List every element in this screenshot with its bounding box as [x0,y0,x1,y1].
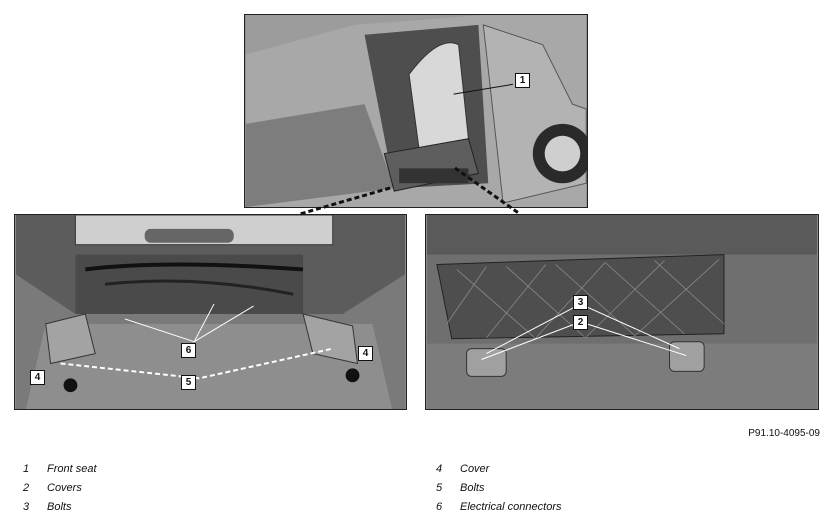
callout-3: 3 [573,295,588,310]
legend-number: 5 [436,482,443,494]
seat-rear-covers-illustration: 3 2 [425,214,819,410]
legend-label: Bolts [460,482,485,494]
legend-number: 1 [23,463,30,475]
legend-number: 6 [436,501,443,513]
legend-number: 3 [23,501,30,513]
legend-number: 4 [436,463,443,475]
seat-connectors-drawing [16,215,405,409]
legend-item: 6 Electrical connectors [431,498,562,517]
callout-1: 1 [515,73,530,88]
legend-item: 3 Bolts [18,498,97,517]
legend-label: Electrical connectors [460,501,562,513]
callout-4-right: 4 [358,346,373,361]
legend-label: Cover [460,463,490,475]
callout-5: 5 [181,375,196,390]
seat-rear-drawing [427,215,817,409]
callout-6: 6 [181,343,196,358]
legend-number: 2 [23,482,30,494]
car-overview-illustration: 1 [244,14,588,208]
legend-item: 4 Cover [431,460,562,479]
legend-item: 5 Bolts [431,479,562,498]
seat-cover-detail-illustration: 6 4 4 5 [14,214,407,410]
legend-label: Front seat [47,463,97,475]
legend-left-column: 1 Front seat 2 Covers 3 Bolts [18,460,97,517]
figure-id: P91.10-4095-09 [748,428,820,439]
legend-right-column: 4 Cover 5 Bolts 6 Electrical connectors [431,460,562,517]
callout-2: 2 [573,315,588,330]
car-interior-drawing [245,15,587,207]
legend-label: Covers [47,482,82,494]
legend-label: Bolts [47,501,72,513]
callout-4-left: 4 [30,370,45,385]
legend-item: 1 Front seat [18,460,97,479]
legend-item: 2 Covers [18,479,97,498]
